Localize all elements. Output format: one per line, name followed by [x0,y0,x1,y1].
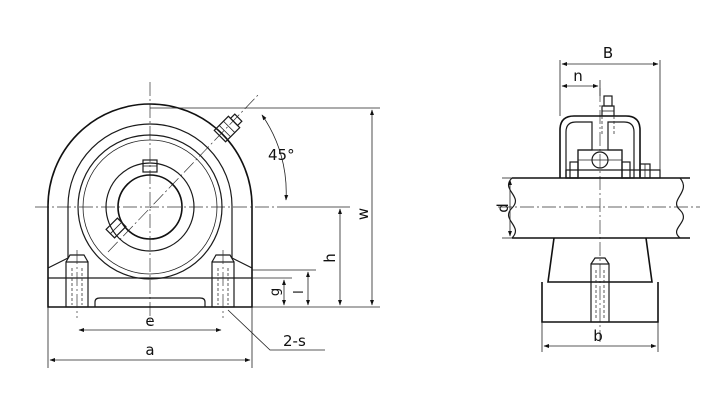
angle-label: 45° [268,146,295,164]
bolt-hole-right [211,250,235,318]
side-view: B n d b [494,44,700,352]
dimension-s: 2-s [283,332,306,350]
housing-outline [47,103,253,270]
s-leader [227,309,325,351]
angle-arc [261,114,289,201]
housing-shoulder-left [47,257,69,269]
pedestal-bolt-hole [590,257,610,323]
shaft [508,177,690,239]
dimension-a: a [145,341,154,359]
inner-ring-set-screw [639,163,651,179]
bearing-outer-ring [77,134,223,280]
base-relief [94,297,206,307]
dimension-g: g [268,288,283,296]
set-screw-side [105,217,127,239]
dimension-h: h [321,253,339,263]
inner-ring-section [565,169,661,179]
side-grease-nipple [601,95,615,135]
dimension-b: b [593,327,603,345]
dimension-l: l [292,290,307,294]
bolt-hole-left [65,250,89,318]
base-outline [47,270,253,308]
shaft-bore [117,174,183,240]
dimension-d: d [494,203,512,213]
dimension-e: e [145,312,154,330]
dimension-w: w [354,208,372,220]
front-view: 45° w h l g e a 2-s [35,82,380,368]
dimension-B: B [603,44,613,62]
housing-shoulder-right [231,257,253,269]
bearing-inner-ring [105,162,195,252]
dimension-n: n [573,67,583,85]
set-screw-top [142,159,158,173]
bearing-housing-section [559,115,641,179]
pedestal-body [547,237,653,283]
housing-inner-arc [67,123,233,258]
grease-axis-centerline [107,94,259,253]
bearing-outer-ring-edge [82,139,218,275]
grease-nipple [213,113,243,143]
